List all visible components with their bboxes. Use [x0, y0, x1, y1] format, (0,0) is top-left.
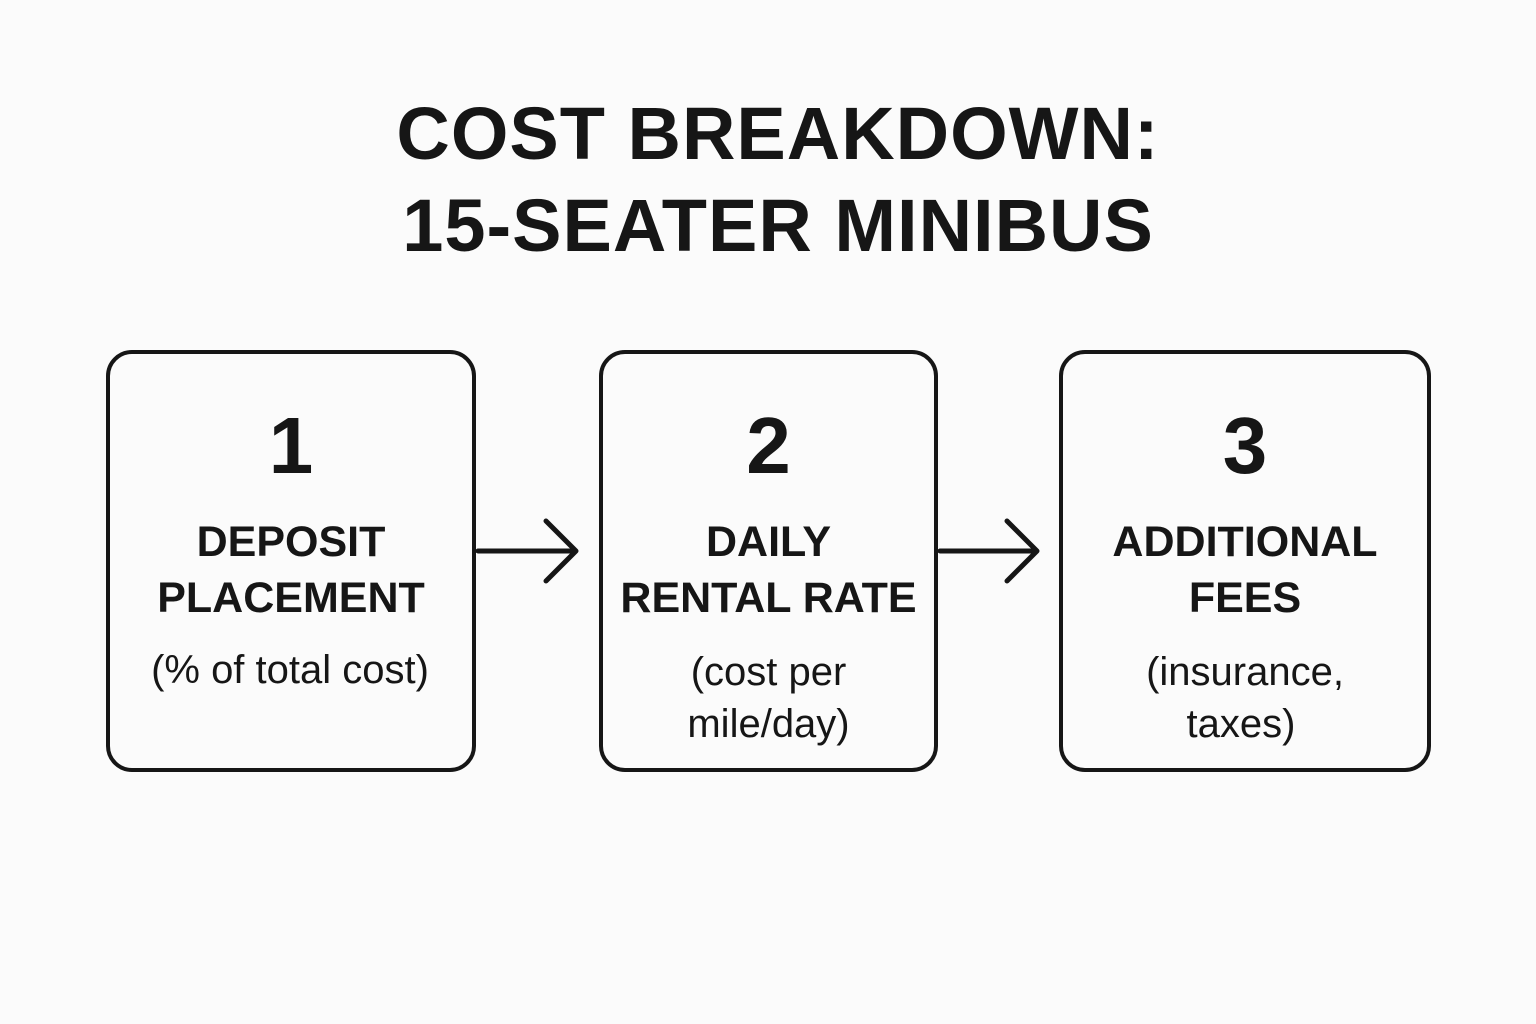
- step-detail: (insurance, taxes): [1053, 646, 1437, 750]
- step-heading: ADDITIONAL FEES: [1053, 514, 1437, 626]
- step-heading-line-1: DEPOSIT: [196, 518, 386, 566]
- step-heading: DAILY RENTAL RATE: [593, 514, 944, 626]
- step-number: 3: [1222, 401, 1268, 490]
- step-detail-line-1: (% of total cost): [151, 648, 429, 692]
- step-box-daily-rate: 2 DAILY RENTAL RATE (cost per mile/day): [599, 350, 938, 772]
- step-number: 2: [746, 401, 791, 490]
- step-box-deposit: 1 DEPOSIT PLACEMENT (% of total cost): [106, 350, 476, 772]
- step-detail-line-1: (insurance,: [1146, 650, 1344, 694]
- step-detail-line-2: mile/day): [687, 702, 850, 746]
- step-number: 1: [268, 401, 314, 490]
- step-detail: (% of total cost): [98, 644, 482, 696]
- step-detail-line-2: taxes): [1186, 702, 1296, 746]
- step-detail-line-1: (cost per: [690, 650, 847, 694]
- title-line-1: COST BREAKDOWN:: [396, 92, 1160, 175]
- page-title: COST BREAKDOWN: 15-SEATER MINIBUS: [0, 88, 1536, 272]
- step-heading-line-2: PLACEMENT: [157, 574, 425, 622]
- step-heading: DEPOSIT PLACEMENT: [100, 514, 482, 626]
- title-line-2: 15-SEATER MINIBUS: [402, 184, 1154, 267]
- arrow-right-icon: [475, 518, 579, 584]
- arrow-right-icon: [937, 518, 1040, 584]
- step-box-additional-fees: 3 ADDITIONAL FEES (insurance, taxes): [1059, 350, 1431, 772]
- step-heading-line-1: DAILY: [705, 518, 832, 566]
- step-heading-line-1: ADDITIONAL: [1112, 518, 1378, 566]
- step-heading-line-2: FEES: [1188, 574, 1302, 622]
- step-heading-line-2: RENTAL RATE: [620, 574, 917, 622]
- step-detail: (cost per mile/day): [593, 646, 944, 750]
